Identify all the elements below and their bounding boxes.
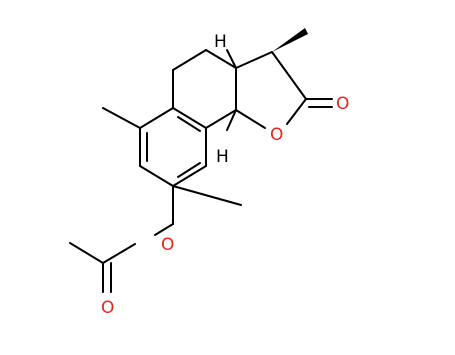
atom-label-carbonyl-oxygen: O <box>336 94 349 114</box>
bond <box>235 51 273 69</box>
bond <box>69 242 104 264</box>
atom-label-ester-oxygen: O <box>161 235 174 255</box>
bond <box>286 98 307 125</box>
bond <box>226 49 237 69</box>
atom-label-hydrogen-bottom: H <box>216 147 229 167</box>
bond <box>102 107 141 129</box>
bond <box>172 107 207 129</box>
bond <box>154 223 174 236</box>
bond <box>271 51 307 100</box>
atom-label-hydrogen-top: H <box>214 32 227 52</box>
atom-label-acetate-carbonyl-oxygen: O <box>101 298 114 318</box>
bond <box>172 49 207 71</box>
bond <box>205 49 237 69</box>
bond-lines <box>69 49 333 293</box>
bond <box>172 185 242 206</box>
atom-label-ring-oxygen: O <box>270 125 283 145</box>
bond <box>205 109 237 129</box>
double-bond-inner <box>177 162 201 178</box>
double-bond-inner <box>177 116 201 132</box>
bond <box>172 165 207 187</box>
bond <box>235 109 266 129</box>
bond <box>139 107 174 129</box>
bond <box>226 109 237 131</box>
bond <box>139 165 174 187</box>
bond <box>102 243 136 264</box>
wedge-bond <box>272 28 308 52</box>
